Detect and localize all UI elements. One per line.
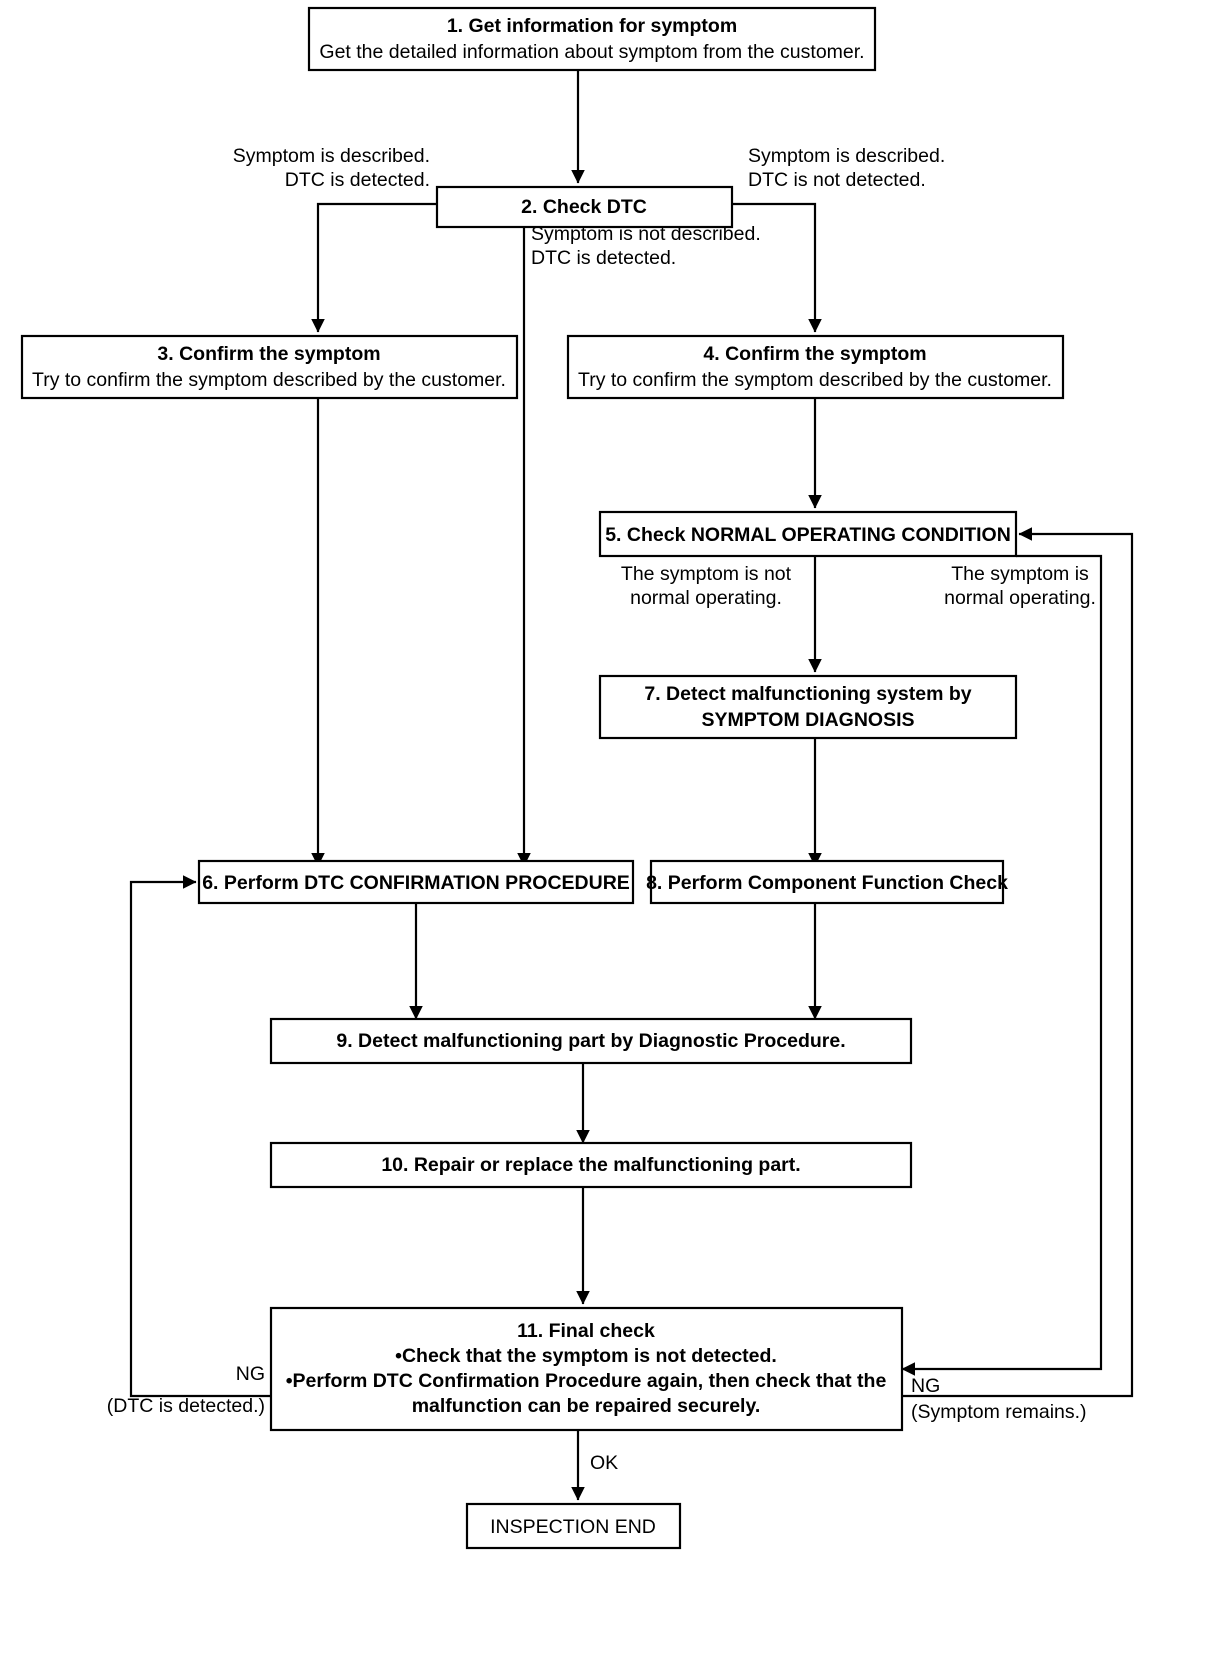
ng-left-line-2: (DTC is detected.) — [107, 1395, 265, 1417]
center-branch-line-2: DTC is detected. — [531, 247, 676, 269]
normal-line-2: normal operating. — [944, 587, 1096, 609]
left-branch-line-1: Symptom is described. — [233, 145, 430, 167]
node-1-line-2: Get the detailed information about sympt… — [319, 41, 864, 63]
node-8-line-1: 8. Perform Component Function Check — [646, 872, 1008, 894]
node-4-confirm-symptom[interactable]: 4. Confirm the symptom Try to confirm th… — [566, 334, 1065, 400]
node-7-detect-malfunctioning-system[interactable]: 7. Detect malfunctioning system by SYMPT… — [598, 674, 1018, 740]
node-3-line-1: 3. Confirm the symptom — [157, 343, 380, 365]
node-6-perform-dtc-confirmation-procedure[interactable]: 6. Perform DTC CONFIRMATION PROCEDURE — [197, 859, 635, 905]
right-branch-line-1: Symptom is described. — [748, 145, 945, 167]
node-11-line-2: •Check that the symptom is not detected. — [395, 1345, 777, 1367]
ng-right-line-1: NG — [911, 1375, 940, 1397]
node-5-line-1: 5. Check NORMAL OPERATING CONDITION — [605, 524, 1011, 546]
node-11-line-1: 11. Final check — [517, 1320, 655, 1342]
node-2-check-dtc[interactable]: 2. Check DTC — [435, 185, 734, 229]
center-branch-line-1: Symptom is not described. — [531, 223, 761, 245]
edge-label-center-branch: Symptom is not described. DTC is detecte… — [531, 223, 761, 269]
edge-label-ng-left: NG (DTC is detected.) — [107, 1363, 265, 1417]
edge-label-normal-operating: The symptom is normal operating. — [944, 563, 1096, 609]
edge-2-to-4 — [732, 202, 822, 333]
node-8-perform-component-function-check[interactable]: 8. Perform Component Function Check — [646, 859, 1008, 905]
node-11-line-4: malfunction can be repaired securely. — [412, 1395, 761, 1417]
node-1-line-1: 1. Get information for symptom — [447, 15, 737, 37]
node-4-line-2: Try to confirm the symptom described by … — [578, 369, 1052, 391]
not-normal-line-1: The symptom is not — [621, 563, 792, 585]
node-1-get-information[interactable]: 1. Get information for symptom Get the d… — [307, 6, 877, 72]
node-12-inspection-end[interactable]: INSPECTION END — [465, 1502, 682, 1550]
edge-11-ng-to-6 — [129, 875, 271, 1398]
normal-line-1: The symptom is — [951, 563, 1089, 585]
node-4-line-1: 4. Confirm the symptom — [703, 343, 926, 365]
edge-label-ok: OK — [590, 1452, 618, 1474]
edge-label-left-branch: Symptom is described. DTC is detected. — [233, 145, 430, 191]
edge-label-not-normal-operating: The symptom is not normal operating. — [621, 563, 792, 609]
ng-left-line-1: NG — [236, 1363, 265, 1385]
edge-label-right-branch: Symptom is described. DTC is not detecte… — [748, 145, 945, 191]
edge-2-to-3 — [311, 202, 437, 333]
node-5-check-normal-operating-condition[interactable]: 5. Check NORMAL OPERATING CONDITION — [598, 510, 1018, 558]
node-10-line-1: 10. Repair or replace the malfunctioning… — [381, 1154, 800, 1176]
node-10-repair-or-replace[interactable]: 10. Repair or replace the malfunctioning… — [269, 1141, 913, 1189]
edge-11-ng-to-5 — [902, 527, 1134, 1398]
edge-5-normal-to-11 — [901, 554, 1103, 1376]
right-branch-line-2: DTC is not detected. — [748, 169, 926, 191]
node-3-confirm-symptom[interactable]: 3. Confirm the symptom Try to confirm th… — [20, 334, 519, 400]
left-branch-line-2: DTC is detected. — [285, 169, 430, 191]
node-11-line-3: •Perform DTC Confirmation Procedure agai… — [286, 1370, 887, 1392]
edge-label-ng-right: NG (Symptom remains.) — [911, 1375, 1087, 1423]
node-7-line-1: 7. Detect malfunctioning system by — [644, 683, 971, 705]
node-12-line-1: INSPECTION END — [490, 1516, 656, 1538]
node-2-line-1: 2. Check DTC — [521, 196, 647, 218]
node-6-line-1: 6. Perform DTC CONFIRMATION PROCEDURE — [202, 872, 630, 894]
ng-right-line-2: (Symptom remains.) — [911, 1401, 1087, 1423]
not-normal-line-2: normal operating. — [630, 587, 782, 609]
node-9-line-1: 9. Detect malfunctioning part by Diagnos… — [336, 1030, 845, 1052]
node-11-final-check[interactable]: 11. Final check •Check that the symptom … — [269, 1306, 904, 1432]
node-3-line-2: Try to confirm the symptom described by … — [32, 369, 506, 391]
node-7-line-2: SYMPTOM DIAGNOSIS — [701, 709, 914, 731]
node-9-detect-malfunctioning-part[interactable]: 9. Detect malfunctioning part by Diagnos… — [269, 1017, 913, 1065]
